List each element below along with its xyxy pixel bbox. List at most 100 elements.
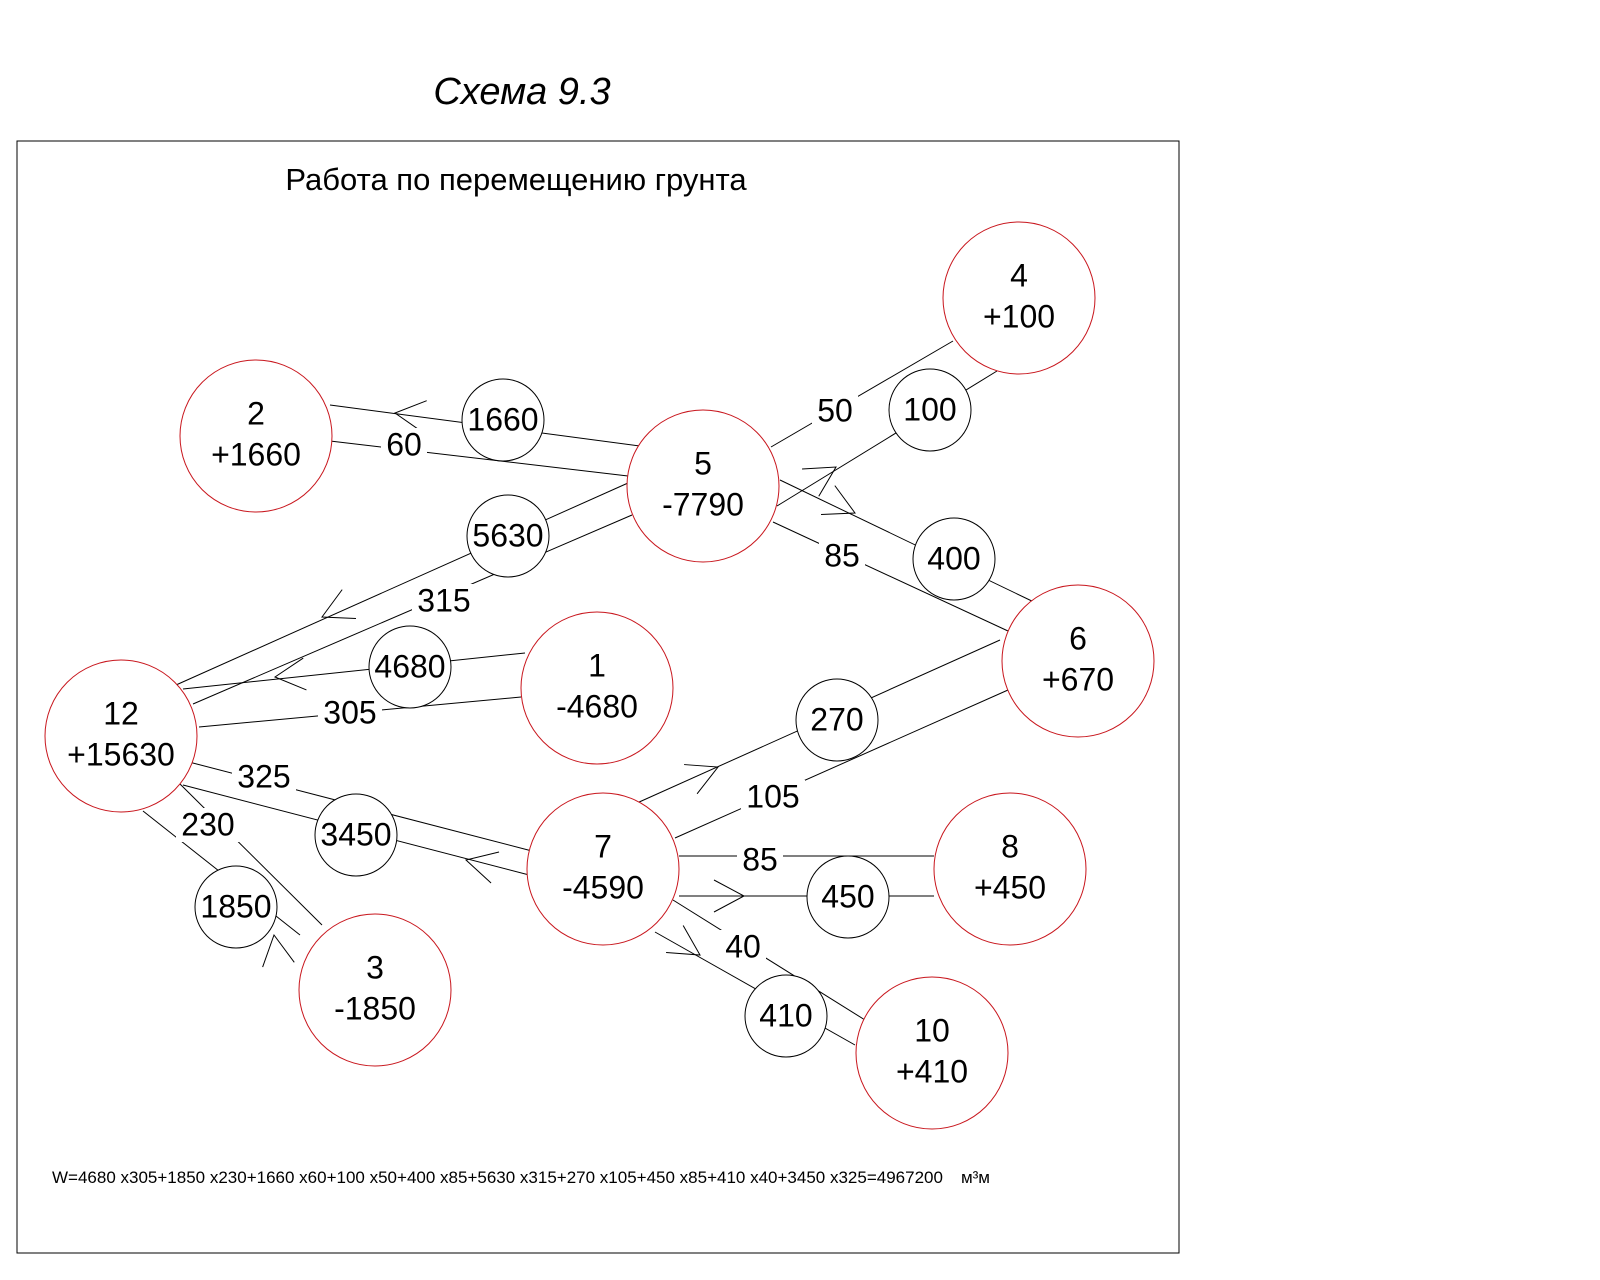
flow-arrow-5-2 [393,400,427,433]
volume-marker-7-8: 450 [806,855,890,939]
distance-value: 105 [746,778,799,814]
node-id: 12 [103,695,139,731]
flow-arrow-3-12 [262,933,295,968]
node-circle [933,792,1087,946]
distance-label-bg [741,780,805,814]
distance-label-bg [176,808,240,842]
distance-label-5-2: 60 [381,426,427,462]
node-id: 3 [366,949,384,985]
distance-label-bg [232,760,296,794]
volume-circle [314,793,398,877]
volume-marker-1-12: 4680 [368,625,452,709]
flow-arrow-5-6 [821,485,856,516]
distance-value: 40 [725,928,761,964]
node-value: +100 [983,298,1055,334]
distance-labels-layer: 305 230 60 50 85 315 105 85 40 325 [176,392,865,964]
flow-arrow-7-10 [666,925,701,956]
volume-value: 100 [903,391,956,427]
distance-label-7-12: 325 [232,758,296,794]
node-id: 7 [594,828,612,864]
distance-label-5-12: 315 [412,582,476,618]
edge-line-7-6-b [674,689,1009,839]
distance-value: 230 [181,806,234,842]
distance-label-7-10: 40 [720,928,766,964]
flow-arrow-1-12 [273,657,307,691]
node-value: +410 [896,1053,968,1089]
node-circle [526,792,680,946]
node-value: +15630 [67,736,175,772]
volume-marker-7-6: 270 [795,678,879,762]
node-7: 7 -4590 [526,792,680,946]
node-circle [626,409,780,563]
nodes-layer: 1-46802+16603-18504+1005-77906+6707-4590… [44,221,1155,1130]
volume-circle [461,378,545,462]
node-id: 10 [914,1012,950,1048]
volume-circle [466,494,550,578]
edge-line-5-12-a [175,482,629,686]
volume-marker-7-10: 410 [744,974,828,1058]
node-circle [520,611,674,765]
node-id: 4 [1010,257,1028,293]
distance-label-bg [737,843,783,877]
distance-label-bg [412,584,476,618]
edge-line-1-12-a [182,652,526,690]
node-id: 1 [588,647,606,683]
volume-circle [912,517,996,601]
volume-value: 3450 [320,816,391,852]
distance-label-1-12: 305 [318,694,382,730]
node-8: 8+450 [933,792,1087,946]
edge-line-5-6-a [779,479,1037,604]
volume-value: 1850 [200,888,271,924]
volume-marker-5-6: 400 [912,517,996,601]
node-4: 4 +100 [942,221,1096,375]
edge-line-3-12-b [177,781,323,926]
distance-label-bg [381,428,427,462]
volume-value: 1660 [467,401,538,437]
node-circle [298,913,452,1067]
node-5: 5 -7790 [626,409,780,563]
node-value: -1850 [334,990,416,1026]
diagram-frame [16,140,1180,1254]
node-id: 2 [247,395,265,431]
distance-label-7-8: 85 [737,841,783,877]
formula-text: W=4680 x305+1850 x230+1660 x60+100 x50+4… [52,1168,943,1187]
volume-value: 5630 [472,517,543,553]
volume-circle [744,974,828,1058]
node-6: 6+670 [1001,584,1155,738]
volume-value: 270 [810,701,863,737]
node-circle [942,221,1096,375]
flow-arrow-7-6 [684,764,719,795]
node-id: 8 [1001,828,1019,864]
diagram-subtitle: Работа по перемещению грунта [285,162,747,197]
node-value: -7790 [662,486,744,522]
distance-value: 50 [817,392,853,428]
node-10: 10 +410 [855,976,1009,1130]
volume-value: 400 [927,540,980,576]
volume-value: 450 [821,878,874,914]
edge-line-7-10-a [672,899,866,1021]
node-value: +1660 [211,436,301,472]
work-formula: W=4680 x305+1850 x230+1660 x60+100 x50+4… [52,1168,990,1187]
volume-marker-3-12: 1850 [194,865,278,949]
node-value: -4590 [562,869,644,905]
node-id: 6 [1069,620,1087,656]
distance-label-bg [812,394,858,428]
edge-line-5-2-b [329,440,629,477]
node-circle [855,976,1009,1130]
volume-circle [888,368,972,452]
flow-arrow-5-12 [321,589,356,620]
node-id: 5 [694,445,712,481]
volume-circles-layer: 4680 1850 1660 100 400 5630 270 450 410 3450 [194,368,996,1058]
volume-circle [368,625,452,709]
distance-label-7-6: 105 [741,778,805,814]
node-circle [44,659,198,813]
volume-value: 4680 [374,648,445,684]
formula-unit: м³м [961,1168,990,1187]
distance-label-bg [720,930,766,964]
distance-value: 85 [824,537,860,573]
arrows-layer [262,400,856,968]
node-2: 2 +1660 [179,359,333,513]
volume-marker-7-12: 3450 [314,793,398,877]
distance-label-5-6: 85 [819,537,865,573]
